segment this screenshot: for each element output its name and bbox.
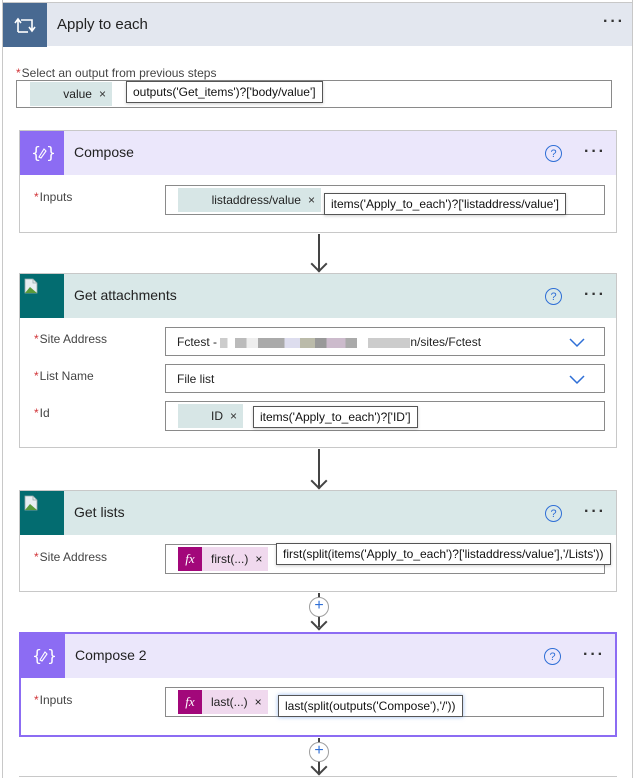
list-name-label: *List Name <box>34 369 94 383</box>
compose-header[interactable]: {} Compose ? ··· <box>20 131 616 175</box>
last-expression-token[interactable]: fx last(...)× <box>178 690 268 714</box>
get-attachments-header[interactable]: Get attachments ? ··· <box>20 274 616 318</box>
next-card-border <box>19 776 617 777</box>
compose-card: {} Compose ? ··· *Inputs listaddress/val… <box>19 130 617 233</box>
expression-tooltip: first(split(items('Apply_to_each')?['lis… <box>276 543 611 565</box>
get-lists-title: Get lists <box>74 504 125 520</box>
inputs-label: *Inputs <box>34 190 73 204</box>
expression-tooltip: outputs('Get_items')?['body/value'] <box>126 81 323 103</box>
svg-text:}: } <box>47 646 55 665</box>
connector-line <box>318 449 320 487</box>
add-step-button[interactable]: + <box>309 597 329 617</box>
svg-text:}: } <box>46 143 54 162</box>
listaddress-value-token[interactable]: listaddress/value× <box>178 188 321 212</box>
site-address-dropdown[interactable]: Fctest - n/sites/Fctest <box>165 327 605 356</box>
compose-braces-icon: {} <box>20 131 64 175</box>
sharepoint-broken-image-icon <box>20 274 64 318</box>
scope-right-border <box>632 0 633 778</box>
svg-text:{: { <box>32 646 42 665</box>
apply-to-each-header[interactable]: Apply to each ··· <box>3 2 632 47</box>
get-attachments-title: Get attachments <box>74 287 177 303</box>
remove-token-icon[interactable]: × <box>307 193 315 207</box>
apply-to-each-title: Apply to each <box>57 16 148 33</box>
more-options-button[interactable]: ··· <box>583 646 605 663</box>
id-label: *Id <box>34 406 50 420</box>
expression-tooltip: items('Apply_to_each')?['listaddress/val… <box>324 193 566 215</box>
chevron-down-icon[interactable] <box>569 338 585 348</box>
remove-token-icon[interactable]: × <box>98 87 106 101</box>
get-lists-card: Get lists ? ··· *Site Address fx first(.… <box>19 490 617 592</box>
arrow-down-icon <box>310 613 328 631</box>
redacted-url <box>220 337 411 348</box>
first-expression-token[interactable]: fx first(...)× <box>178 547 269 571</box>
site-address-label: *Site Address <box>34 332 108 346</box>
more-options-button[interactable]: ··· <box>584 503 606 520</box>
loop-icon <box>3 3 47 47</box>
inputs-label: *Inputs <box>34 693 73 707</box>
get-attachments-card: Get attachments ? ··· *Site Address Fcte… <box>19 273 617 448</box>
fx-icon: fx <box>178 547 202 571</box>
compose-2-header[interactable]: {} Compose 2 ? ··· <box>21 634 615 678</box>
compose-2-title: Compose 2 <box>75 647 147 663</box>
help-icon[interactable]: ? <box>544 648 561 665</box>
more-options-button[interactable]: ··· <box>584 286 606 303</box>
svg-text:{: { <box>31 143 41 162</box>
site-address-label: *Site Address <box>34 550 108 564</box>
arrow-down-icon <box>310 255 328 273</box>
arrow-down-icon <box>310 472 328 490</box>
help-icon[interactable]: ? <box>545 505 562 522</box>
expression-tooltip: last(split(outputs('Compose'),'/')) <box>278 695 463 717</box>
arrow-down-icon <box>310 758 328 776</box>
connector-line <box>318 234 320 270</box>
expression-tooltip: items('Apply_to_each')?['ID'] <box>253 406 418 428</box>
more-options-button[interactable]: ··· <box>603 13 625 30</box>
select-output-label: *Select an output from previous steps <box>16 66 217 80</box>
scope-left-border <box>2 0 3 778</box>
value-token[interactable]: value× <box>30 82 112 106</box>
compose-title: Compose <box>74 144 134 160</box>
list-name-dropdown[interactable]: File list <box>165 364 605 393</box>
compose-2-card: {} Compose 2 ? ··· *Inputs fx last(...)×… <box>19 632 617 737</box>
help-icon[interactable]: ? <box>545 145 562 162</box>
help-icon[interactable]: ? <box>545 288 562 305</box>
id-token[interactable]: ID× <box>178 404 243 428</box>
more-options-button[interactable]: ··· <box>584 143 606 160</box>
get-lists-header[interactable]: Get lists ? ··· <box>20 491 616 535</box>
sharepoint-broken-image-icon <box>20 491 64 535</box>
fx-icon: fx <box>178 690 202 714</box>
remove-token-icon[interactable]: × <box>255 552 263 566</box>
remove-token-icon[interactable]: × <box>229 409 237 423</box>
compose-braces-icon: {} <box>21 634 65 678</box>
add-step-button[interactable]: + <box>309 742 329 762</box>
chevron-down-icon[interactable] <box>569 375 585 385</box>
remove-token-icon[interactable]: × <box>254 695 262 709</box>
